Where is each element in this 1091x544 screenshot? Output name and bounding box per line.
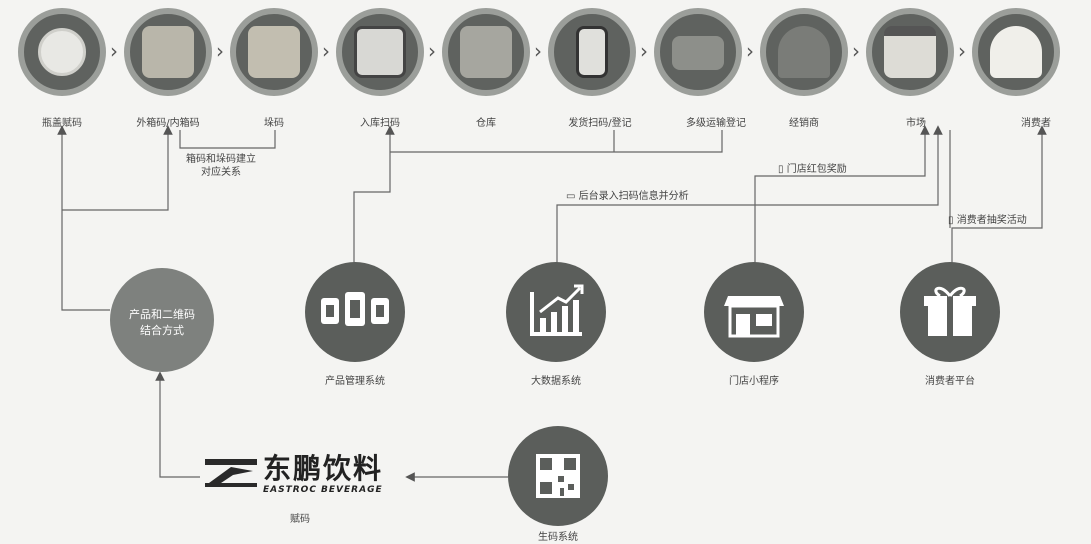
chevron-right-icon: › <box>640 39 648 63</box>
products-icon <box>321 292 389 326</box>
chevron-right-icon: › <box>322 39 330 63</box>
code-generation-system <box>508 426 608 526</box>
logo-english: EASTROC BEVERAGE <box>263 485 383 495</box>
consumer-platform-label: 消费者平台 <box>925 376 975 387</box>
people-icon <box>778 26 830 78</box>
store-mini-program <box>704 262 804 362</box>
logo-caption: 赋码 <box>290 514 310 525</box>
logo-chinese: 东鹏饮料 <box>263 452 384 485</box>
backend-analysis-note: ▭ 后台录入扫码信息并分析 <box>566 187 689 202</box>
phone-icon: ▯ <box>948 215 954 226</box>
step-label: 瓶盖赋码 <box>42 118 82 129</box>
step-label: 仓库 <box>476 118 496 129</box>
step-shipping-scan <box>548 8 636 96</box>
eastroc-bird-icon <box>205 459 257 487</box>
chevron-right-icon: › <box>428 39 436 63</box>
step-label: 多级运输登记 <box>686 118 746 129</box>
store-reward-note: ▯ 门店红包奖励 <box>778 160 847 175</box>
consumer-platform <box>900 262 1000 362</box>
step-pallet-code <box>230 8 318 96</box>
bottle-cap-icon <box>38 28 86 76</box>
combo-line2: 结合方式 <box>140 324 184 337</box>
qr-code-icon <box>536 454 580 498</box>
warehouse-icon <box>460 26 512 78</box>
woman-icon <box>990 26 1042 78</box>
product-management-label: 产品管理系统 <box>325 376 385 387</box>
qr-scan-icon <box>354 26 406 78</box>
store-reward-text: 门店红包奖励 <box>786 164 847 175</box>
big-data-label: 大数据系统 <box>531 376 581 387</box>
chevron-right-icon: › <box>216 39 224 63</box>
monitor-icon: ▭ <box>566 191 576 202</box>
growth-chart-icon <box>530 284 584 336</box>
shop-icon <box>884 26 936 78</box>
chevron-right-icon: › <box>534 39 542 63</box>
store-mini-program-label: 门店小程序 <box>729 376 779 387</box>
box-pallet-note: 箱码和垛码建立 对应关系 <box>186 153 256 179</box>
consumer-lottery-note: ▯ 消费者抽奖活动 <box>948 211 1027 226</box>
step-label: 外箱码/内箱码 <box>136 118 200 129</box>
combo-line1: 产品和二维码 <box>129 308 195 321</box>
eastroc-logo: 东鹏饮料 EASTROC BEVERAGE <box>205 447 405 503</box>
phone-qr-icon <box>576 26 608 78</box>
step-distributor <box>760 8 848 96</box>
carton-icon <box>142 26 194 78</box>
pallet-icon <box>248 26 300 78</box>
truck-icon <box>672 36 724 70</box>
consumer-lottery-text: 消费者抽奖活动 <box>956 215 1027 226</box>
step-bottle-cap <box>18 8 106 96</box>
product-code-combo-node: 产品和二维码 结合方式 <box>110 268 214 372</box>
code-generation-label: 生码系统 <box>538 532 578 543</box>
product-management-system <box>305 262 405 362</box>
box-pallet-note-line2: 对应关系 <box>201 167 241 178</box>
chevron-right-icon: › <box>110 39 118 63</box>
chevron-right-icon: › <box>746 39 754 63</box>
step-label: 经销商 <box>789 118 819 129</box>
step-transport <box>654 8 742 96</box>
step-consumer <box>972 8 1060 96</box>
gift-icon <box>924 286 976 336</box>
phone-icon: ▯ <box>778 164 784 175</box>
step-label: 市场 <box>906 118 926 129</box>
box-pallet-note-line1: 箱码和垛码建立 <box>186 154 256 165</box>
step-market <box>866 8 954 96</box>
backend-analysis-text: 后台录入扫码信息并分析 <box>578 191 689 202</box>
chevron-right-icon: › <box>958 39 966 63</box>
step-label: 发货扫码/登记 <box>568 118 632 129</box>
step-label: 入库扫码 <box>360 118 400 129</box>
step-warehouse <box>442 8 530 96</box>
storefront-icon <box>724 296 784 338</box>
step-label: 消费者 <box>1021 118 1051 129</box>
big-data-system <box>506 262 606 362</box>
step-inbound-scan <box>336 8 424 96</box>
step-label: 垛码 <box>264 118 284 129</box>
step-box-code <box>124 8 212 96</box>
chevron-right-icon: › <box>852 39 860 63</box>
